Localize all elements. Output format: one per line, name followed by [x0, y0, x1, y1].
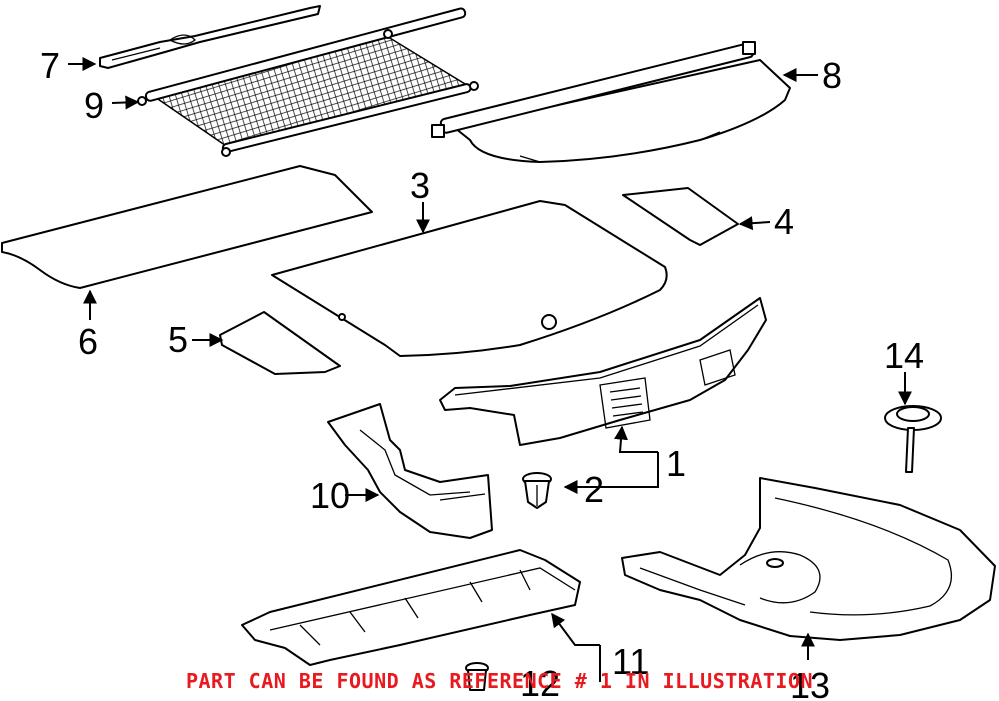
callout-13: 13	[790, 665, 830, 701]
part-7-strap	[99, 5, 321, 69]
part-8-tonneau-cover	[431, 41, 791, 163]
part-5-side-panel	[219, 311, 341, 375]
callout-12: 12	[520, 663, 560, 701]
callout-6: 6	[78, 321, 98, 362]
part-13-spare-tray	[621, 477, 996, 641]
part-12-clip	[465, 662, 489, 691]
callout-5: 5	[168, 319, 188, 360]
callout-9: 9	[84, 85, 104, 126]
callout-10: 10	[310, 475, 350, 516]
callout-8: 8	[822, 55, 842, 96]
part-9-cargo-net	[137, 7, 479, 157]
callout-labels: 7 9 8 3 4 6 5 14 1 2 10 11 12 13	[40, 45, 924, 701]
part-6-deck-board	[1, 165, 373, 289]
part-1-scuff-plate	[439, 297, 767, 446]
part-11-sill-trim	[241, 549, 581, 666]
part-3-floor-mat	[271, 200, 668, 357]
callout-4: 4	[774, 201, 794, 242]
part-10-bracket	[327, 403, 493, 539]
callout-7: 7	[40, 45, 60, 86]
leader-lines	[68, 57, 912, 682]
callout-3: 3	[410, 165, 430, 206]
callout-14: 14	[884, 335, 924, 376]
callout-2: 2	[584, 469, 604, 510]
part-14-wing-bolt	[884, 405, 942, 473]
part-2-clip	[522, 472, 552, 509]
part-4-side-panel	[622, 187, 739, 246]
reference-note: PART CAN BE FOUND AS REFERENCE # 1 IN IL…	[185, 669, 814, 693]
callout-11: 11	[612, 641, 649, 682]
callout-1: 1	[666, 443, 686, 484]
